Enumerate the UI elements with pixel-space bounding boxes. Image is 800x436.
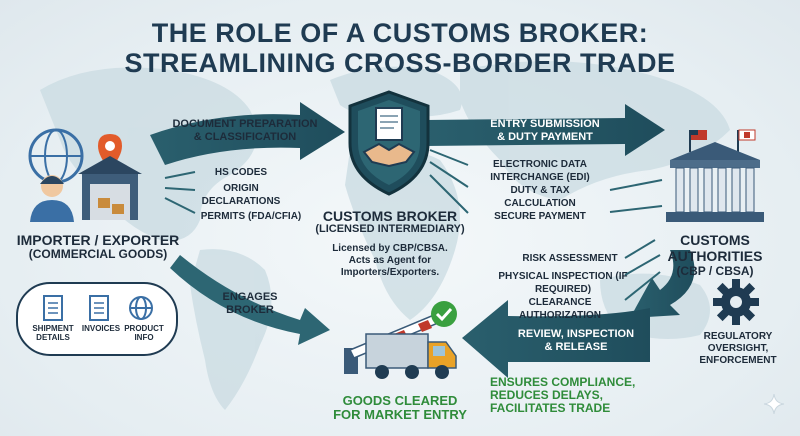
goods-cleared-label-1: GOODS CLEARED: [342, 393, 458, 408]
importer-illustration: [28, 128, 142, 222]
hs-codes-label: HS CODES: [214, 167, 268, 178]
regulatory-label-2: OVERSIGHT,: [707, 343, 769, 354]
customs-building-icon: [666, 129, 764, 222]
risk-assessment-label: RISK ASSESSMENT: [522, 253, 618, 264]
engages-label-2: BROKER: [226, 304, 274, 316]
broker-subheading: (LICENSED INTERMEDIARY): [315, 223, 465, 235]
truck-gate-illustration: [344, 309, 457, 379]
importer-heading: IMPORTER / EXPORTER: [16, 232, 180, 248]
handshake-icon: [362, 142, 416, 168]
compliance-label-3: FACILITATES TRADE: [490, 401, 611, 415]
clearance-authorization-label: CLEARANCE AUTHORIZATION: [518, 297, 602, 321]
duty-tax-label: DUTY & TAX CALCULATION: [504, 185, 576, 209]
doc-product-info: PRODUCT INFO: [124, 324, 164, 342]
entry-label-2: & DUTY PAYMENT: [497, 131, 593, 143]
checkmark-icon: [431, 301, 457, 327]
edi-label: ELECTRONIC DATA INTERCHANGE (EDI): [490, 159, 590, 183]
broker-heading: CUSTOMS BROKER: [322, 208, 458, 224]
review-label-1: REVIEW, INSPECTION: [517, 328, 635, 340]
doc-prep-label-1: DOCUMENT PREPARATION: [172, 118, 318, 130]
review-release-arrow: [462, 300, 650, 378]
importer-subheading: (COMMERCIAL GOODS): [28, 247, 168, 261]
page-subtitle: STREAMLINING CROSS-BORDER TRADE: [124, 48, 676, 78]
page-title: THE ROLE OF A CUSTOMS BROKER:: [151, 18, 649, 48]
document-icon: [375, 107, 403, 141]
goods-cleared-label-2: FOR MARKET ENTRY: [333, 407, 467, 422]
authorities-down-arrow: [630, 250, 695, 318]
compliance-label-1: ENSURES COMPLIANCE,: [490, 375, 636, 389]
authorities-subheading: (CBP / CBSA): [676, 264, 754, 278]
regulatory-label-3: ENFORCEMENT: [699, 355, 777, 366]
doc-prep-label-2: & CLASSIFICATION: [193, 131, 297, 143]
regulatory-label-1: REGULATORY: [703, 331, 773, 342]
doc-invoices: INVOICES: [81, 324, 121, 333]
broker-shield-icon: [348, 90, 430, 196]
authorities-heading-2: AUTHORITIES: [667, 248, 763, 264]
broker-desc-2: Acts as Agent for: [348, 255, 432, 266]
sparkle-icon: [763, 393, 785, 415]
secure-payment-label: SECURE PAYMENT: [494, 211, 586, 222]
flag-us-icon: [691, 130, 707, 140]
permits-label: PERMITS (FDA/CFIA): [200, 211, 302, 222]
broker-desc-1: Licensed by CBP/CBSA.: [332, 243, 448, 254]
engages-label-1: ENGAGES: [222, 291, 278, 303]
doc-prep-arrow: [150, 102, 345, 165]
authorities-heading-1: CUSTOMS: [680, 232, 750, 248]
origin-declarations-label: ORIGIN DECLARATIONS: [201, 183, 281, 207]
physical-inspection-label: PHYSICAL INSPECTION (IF REQUIRED): [498, 271, 628, 295]
entry-submission-arrow: [425, 104, 665, 156]
entry-label-1: ENTRY SUBMISSION: [490, 118, 600, 130]
document-icons: [43, 295, 153, 321]
engages-arrow: [170, 255, 330, 345]
product-globe-icon: [129, 296, 153, 320]
review-label-2: & RELEASE: [544, 341, 608, 353]
compliance-label-2: REDUCES DELAYS,: [490, 388, 603, 402]
gear-icon: [713, 279, 759, 325]
doc-shipment-details: SHIPMENT DETAILS: [32, 324, 74, 342]
truck-icon: [365, 333, 457, 379]
broker-desc-3: Importers/Exporters.: [340, 267, 440, 278]
